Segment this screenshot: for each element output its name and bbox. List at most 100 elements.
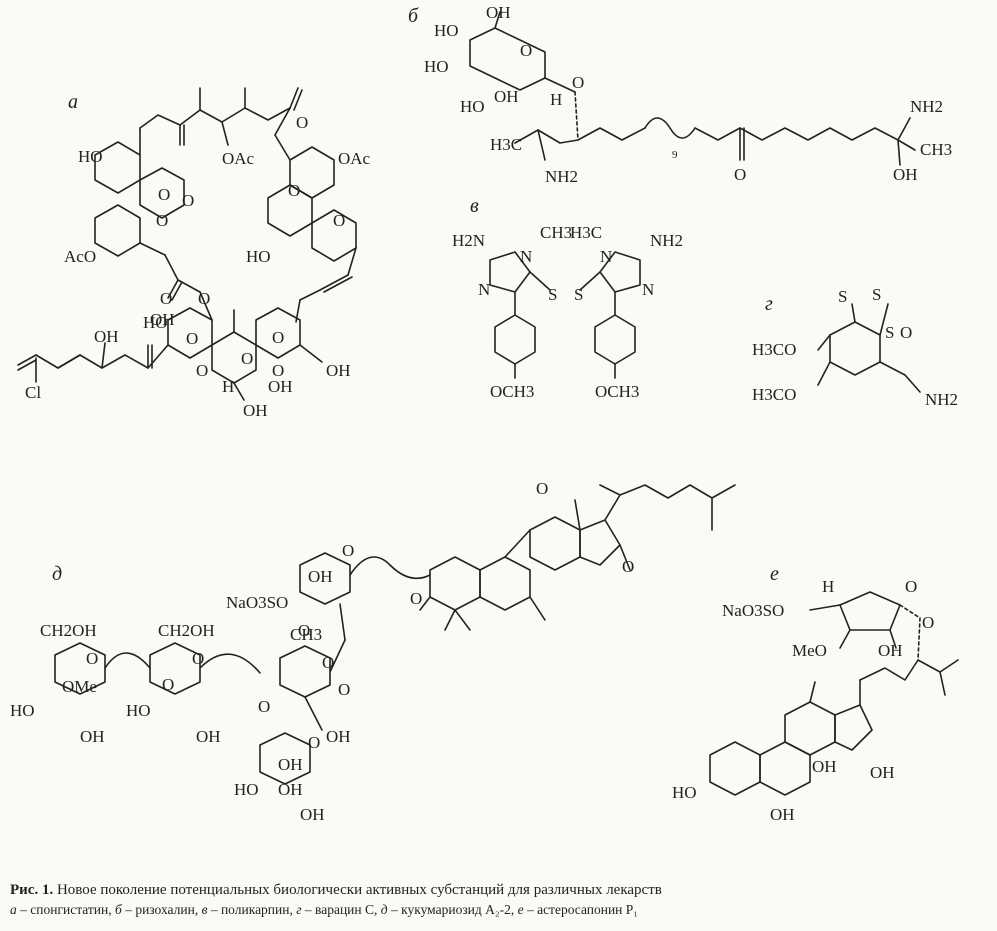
panel-d-label: д	[52, 563, 62, 585]
atom-g-2: H3CO	[752, 385, 796, 404]
atom-b-13: CH3	[920, 140, 952, 159]
panel-b-rhizochalin: б HO OH HO HO OH H O O H3C NH2 9 O NH2 C…	[408, 3, 952, 186]
atom-v-4: NH2	[650, 231, 683, 250]
legend-text-e: – астеросапонин P₁	[523, 902, 638, 917]
caption-fig-label: Рис. 1.	[10, 882, 54, 898]
atom-d-1: CH2OH	[40, 621, 97, 640]
caption-legend-line: а – спонгистатин, б – ризохалин, в – пол…	[10, 900, 985, 919]
atom-a-19: O	[241, 349, 253, 368]
atom-v-11: OCH3	[490, 382, 534, 401]
atom-e-6: O	[922, 613, 934, 632]
atom-g-3: S	[838, 287, 847, 306]
atom-d-14: OH	[80, 727, 105, 746]
atom-d-15: HO	[126, 701, 151, 720]
caption-title-line: Рис. 1. Новое поколение потенциальных би…	[10, 880, 985, 900]
atom-b-3: HO	[424, 57, 449, 76]
legend-key-v: в	[201, 902, 208, 917]
legend-key-d: д	[380, 902, 388, 917]
panel-v-label: в	[470, 195, 479, 217]
atom-b-6: H	[550, 90, 562, 109]
legend-text-v: – поликарпин,	[207, 902, 297, 917]
figure-caption: Рис. 1. Новое поколение потенциальных би…	[10, 880, 985, 919]
atom-b-14: OH	[893, 165, 918, 184]
atom-v-6: N	[478, 280, 490, 299]
panel-g-label: г	[765, 293, 773, 315]
atom-d-8: O	[342, 541, 354, 560]
legend-key-b: б	[115, 902, 122, 917]
atom-d-7: O	[322, 653, 334, 672]
panel-e-asterosaponin: е H O NaO3SO MeO OH O OH HO OH OH	[672, 563, 959, 824]
atom-g-5: S	[885, 323, 894, 342]
panel-a-label: а	[68, 91, 78, 113]
atom-a-2: OAc	[222, 149, 255, 168]
atom-b-9: H3C	[490, 135, 522, 154]
legend-text-a: – спонгистатин,	[16, 902, 116, 917]
atom-b-12: NH2	[910, 97, 943, 116]
atom-d-11: O	[338, 680, 350, 699]
atom-e-3: NaO3SO	[722, 601, 784, 620]
atom-g-7: NH2	[925, 390, 958, 409]
atom-e-9: OH	[770, 805, 795, 824]
atom-d-23: HO	[234, 780, 259, 799]
atom-d-20: O	[308, 733, 320, 752]
atom-e-7: OH	[812, 757, 837, 776]
atom-a-17: O	[272, 328, 284, 347]
legend-text-g: – варацин С,	[301, 902, 381, 917]
atom-g-4: S	[872, 285, 881, 304]
legend-key-e: е	[517, 902, 524, 917]
atom-b-2: OH	[486, 3, 511, 22]
atom-b-1: HO	[434, 21, 459, 40]
panel-e-label: е	[770, 563, 779, 585]
atom-a-4: AcO	[64, 247, 96, 266]
atom-a-1: HO	[78, 147, 103, 166]
atom-e-5: OH	[878, 641, 903, 660]
atom-e-4: MeO	[792, 641, 827, 660]
atom-e-10: OH	[870, 763, 895, 782]
atom-a-6: OH	[94, 327, 119, 346]
atom-a-18: O	[272, 361, 284, 380]
atom-d-2: CH2OH	[158, 621, 215, 640]
atom-g-1: H3CO	[752, 340, 796, 359]
atom-d-19: OH	[308, 567, 333, 586]
atom-a-13: O	[296, 113, 308, 132]
panel-a-spongistatin: а	[17, 87, 371, 420]
atom-a-3: OAc	[338, 149, 371, 168]
atom-d-26: O	[536, 479, 548, 498]
panel-g-varacin: г H3CO H3CO S S S O NH2	[752, 285, 958, 409]
atom-a-22: OH	[243, 401, 268, 420]
atom-v-3: H3C	[570, 223, 602, 242]
legend-key-a: а	[10, 902, 17, 917]
atom-d-21: OH	[278, 755, 303, 774]
atom-a-8: HO	[143, 313, 168, 332]
panel-v-polycarpine: в H2N CH3 H3C NH2 N N N N S S OCH3 OCH3	[452, 195, 683, 401]
atom-d-6: O	[162, 675, 174, 694]
atom-v-8: N	[642, 280, 654, 299]
atom-a-20: O	[186, 329, 198, 348]
legend-text-d: – кукумариозид A₂-2,	[387, 902, 518, 917]
atom-a-15: O	[198, 289, 210, 308]
atom-v-2: CH3	[540, 223, 572, 242]
atom-a-10: O	[156, 211, 168, 230]
atom-d-4: O	[86, 649, 98, 668]
atom-d-10: O	[258, 697, 270, 716]
caption-title: Новое поколение потенциальных биологичес…	[56, 882, 662, 898]
atom-d-25: O	[410, 589, 422, 608]
atom-e-1: H	[822, 577, 834, 596]
figure-canvas: а	[10, 3, 959, 824]
atom-a-14: O	[160, 289, 172, 308]
atom-v-12: OCH3	[595, 382, 639, 401]
atom-d-18: NaO3SO	[226, 593, 288, 612]
atom-d-3: CH3	[290, 625, 322, 644]
atom-d-24: OH	[300, 805, 325, 824]
atom-a-26: O	[182, 191, 194, 210]
atom-a-21: OH	[150, 310, 175, 329]
atom-a-16: O	[196, 361, 208, 380]
atom-b-7: O	[520, 41, 532, 60]
atom-a-12: O	[333, 211, 345, 230]
atom-e-2: O	[905, 577, 917, 596]
atom-v-1: H2N	[452, 231, 485, 250]
legend-text-b: – ризохалин,	[121, 902, 202, 917]
atom-d-13: HO	[10, 701, 35, 720]
atom-d-16: OH	[196, 727, 221, 746]
atom-a-9: O	[158, 185, 170, 204]
